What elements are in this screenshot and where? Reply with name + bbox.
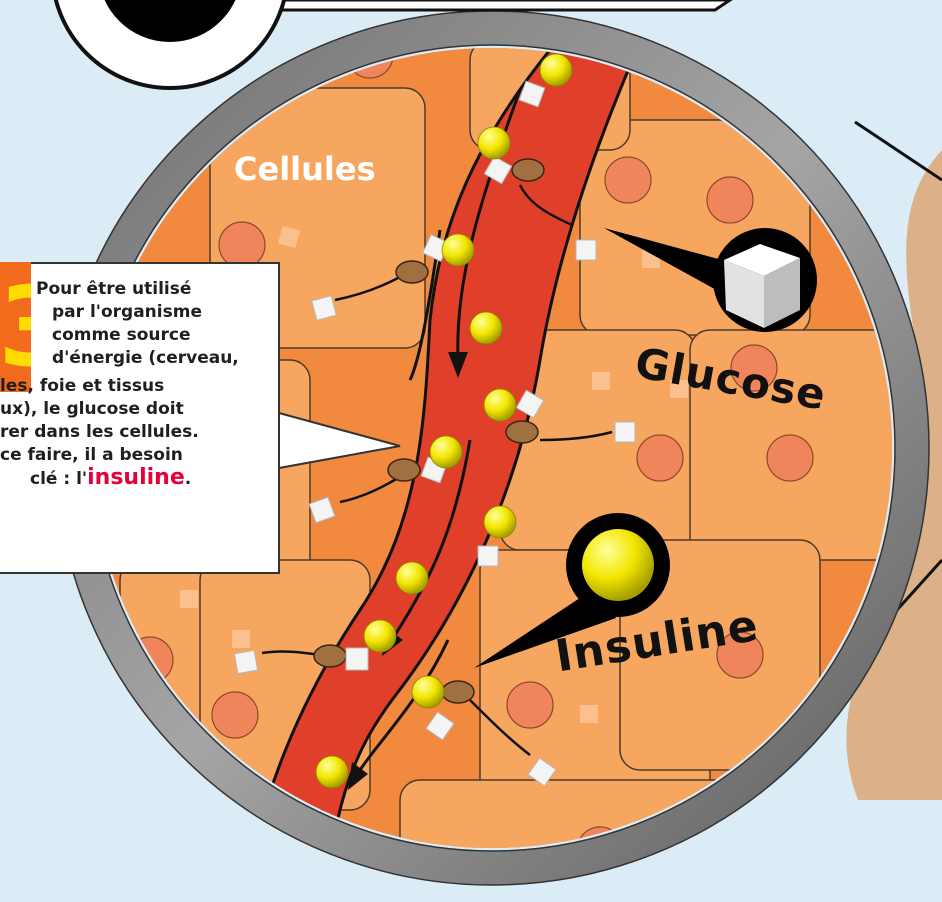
callout-line-1: Pour être utilisé (36, 278, 191, 301)
callout-line-9-text: clé : l' (30, 469, 87, 489)
cells-label: Cellules (234, 150, 376, 188)
callout-line-7: rer dans les cellules. (0, 421, 199, 444)
callout-line-2: par l'organisme (52, 301, 202, 324)
callout-line-3: comme source (52, 324, 191, 347)
callout-line-8: ce faire, il a besoin (0, 444, 183, 467)
insulin-ball-zoomed (582, 529, 654, 601)
insulin-highlight: insuline (87, 465, 185, 490)
header-bar (250, 0, 730, 10)
zoom-line-top (855, 122, 942, 180)
callout-line-9: clé : l'insuline. (30, 466, 191, 491)
step-number-badge: 3 (0, 262, 31, 392)
callout-line-4: d'énergie (cerveau, (52, 347, 239, 370)
callout-end: . (185, 469, 191, 489)
callout-line-5: les, foie et tissus (0, 375, 164, 398)
callout-line-6: ux), le glucose doit (0, 398, 184, 421)
